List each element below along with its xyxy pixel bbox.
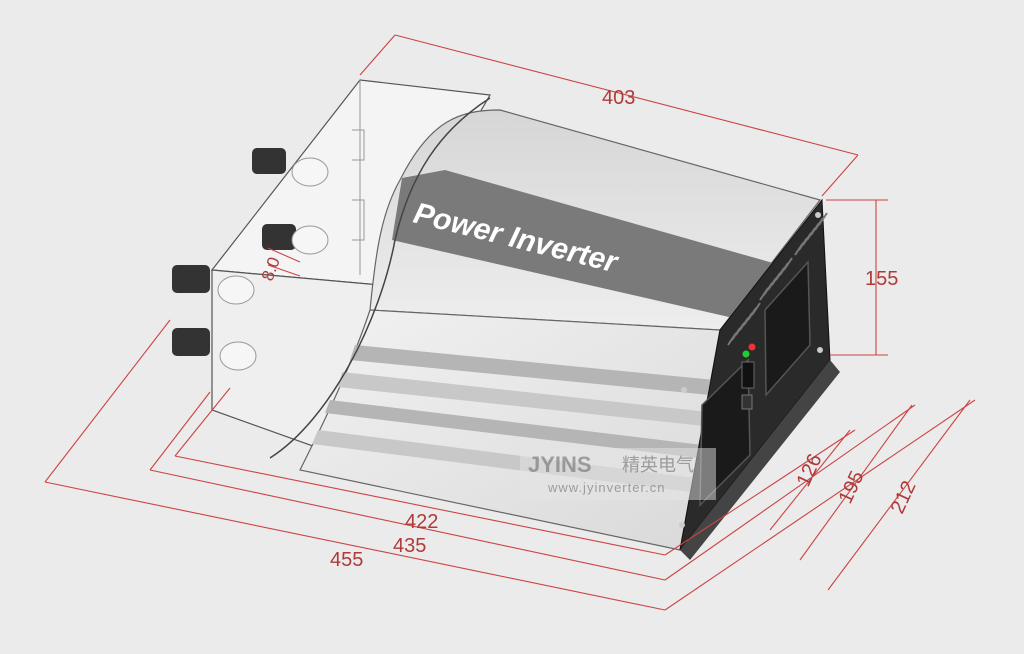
battery-terminals: [172, 148, 329, 371]
watermark-brand: JYINS: [528, 452, 592, 477]
end-panel: [679, 198, 840, 560]
dim-depth-195: 195: [835, 468, 869, 508]
inverter-body: [269, 97, 822, 551]
power-switch-icon: [741, 361, 755, 389]
vent-slot: [751, 302, 761, 316]
dim-width-top: 403: [602, 87, 635, 109]
status-led-red-icon: [748, 343, 756, 351]
usb-port-icon: [741, 394, 753, 410]
status-led-green-icon: [742, 350, 750, 358]
ac-socket-icon: [764, 260, 811, 397]
screw-icon: [679, 522, 685, 528]
watermark-brand-cn: 精英电气: [622, 455, 694, 476]
dim-length-455: 455: [330, 549, 363, 571]
terminal-icon: [262, 224, 329, 255]
watermark-url: www.jyinverter.cn: [547, 480, 665, 495]
vent-slot: [783, 257, 793, 271]
watermark: JYINS 精英电气 www.jyinverter.cn: [520, 448, 716, 500]
dimension-lines: [44, 34, 976, 611]
screw-icon: [815, 212, 821, 218]
dim-depth-126: 126: [793, 451, 827, 491]
mounting-foot: [680, 360, 840, 560]
vent-slot: [818, 212, 828, 226]
terminal-icon: [172, 265, 255, 305]
dim-length-435: 435: [393, 535, 426, 557]
ac-socket-icon: [699, 358, 751, 507]
screw-icon: [817, 347, 823, 353]
dim-length-422: 422: [405, 511, 438, 533]
terminal-icon: [252, 148, 329, 187]
dim-height-front: 155: [865, 268, 898, 290]
screw-icon: [681, 387, 687, 393]
dim-depth-212: 212: [887, 478, 921, 518]
vent-slots: [727, 212, 828, 346]
terminal-icon: [172, 328, 257, 371]
